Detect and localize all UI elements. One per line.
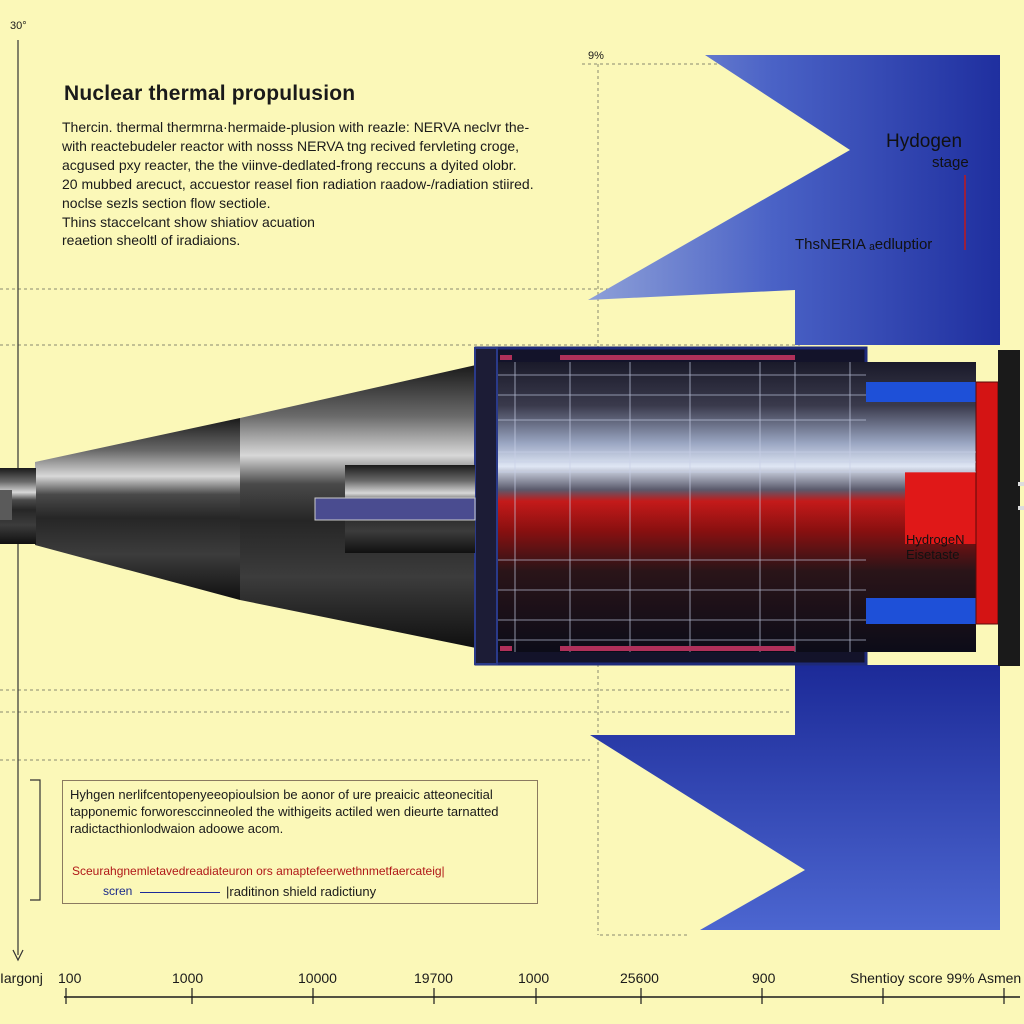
axis-tick-label: 1000 <box>518 970 550 986</box>
nozzle-flange <box>474 347 498 665</box>
shield-label: |raditinon shield radictiuny <box>226 884 377 899</box>
core-bottom-stripe-small <box>500 646 512 651</box>
axis-tick-label: 25600 <box>620 970 659 986</box>
axis-start-label: Iargonj <box>0 970 43 986</box>
top-marker-label: 9% <box>588 50 604 62</box>
description-line: Thercin. thermal thermrna·hermaide-plusi… <box>62 119 530 135</box>
core-hot-zone <box>905 472 980 544</box>
end-cap-bolt-2 <box>1018 506 1024 510</box>
core-bottom-stripe <box>560 646 795 651</box>
hydrogen-stage-upper <box>588 55 1000 345</box>
note-bracket <box>30 779 41 901</box>
core-top-stripe-small <box>500 355 512 360</box>
propellant-channel-upper <box>866 382 976 402</box>
left-axis-arrow <box>12 949 24 962</box>
hydrogen-stage-lower <box>590 665 1000 930</box>
description-line: acgused pxy reacter, the the viinve-dedl… <box>62 157 517 173</box>
secondary-line: reaetion sheoltl of iradiaions. <box>62 232 241 248</box>
secondary-line: Thins staccelcant show shiatiov acuation <box>62 214 315 230</box>
note-box <box>62 780 538 904</box>
note-red-line: Sceurahgnemletavedreadiateuron ors amapt… <box>72 864 445 878</box>
reflector-red <box>975 381 999 625</box>
hydrogen-stage-title: Hydogen <box>886 131 963 152</box>
axis-end-label: Shentioy score 99% Asmen <box>850 970 1022 986</box>
description-text: Thercin. thermal thermrna·hermaide-plusi… <box>62 118 582 213</box>
nerva-label: ThsNERIA ₐedluptior <box>795 236 933 253</box>
note-line: Hyhgen nerlifcentopenyeeopioulsion be ao… <box>70 787 493 802</box>
description-line: noclse sezls section flow sectiole. <box>62 195 271 211</box>
hydrogen-stage-subtitle: stage <box>932 154 969 171</box>
axis-tick-label: 900 <box>752 970 776 986</box>
propellant-channel-lower <box>866 598 976 624</box>
secondary-text: Thins staccelcant show shiatiov acuation… <box>62 213 362 249</box>
core-grid <box>496 362 976 652</box>
core-label: HydrogeN Eisetaste <box>906 532 965 562</box>
page-title: Nuclear thermal propulusion <box>64 82 356 105</box>
axis-tick-label: 100 <box>58 970 82 986</box>
axis-tick-label: 10000 <box>298 970 337 986</box>
description-line: with reactebudeler reactor with nossѕ NE… <box>62 138 520 154</box>
axis-tick-marks <box>65 988 1005 1004</box>
description-line: 20 mubbed arecuct, accuestor reasel fion… <box>62 176 534 192</box>
axis-tick-label: 19700 <box>414 970 453 986</box>
injector-rod <box>314 497 476 521</box>
note-line: radictacthionlodwaion adoowe acom. <box>70 821 284 836</box>
nozzle-tip-shaft <box>0 490 12 520</box>
screen-line <box>140 892 220 893</box>
note-line: tapponemic forworesccinneoled the withig… <box>70 804 499 819</box>
core-label-line: Eisetaste <box>906 547 960 562</box>
end-cap <box>998 350 1020 666</box>
axis-tick-label: 1000 <box>172 970 204 986</box>
core-top-stripe <box>560 355 795 360</box>
nozzle-body <box>35 418 240 600</box>
screen-label: scren <box>103 884 133 898</box>
core-label-line: HydrogeN <box>906 532 965 547</box>
note-text: Hyhgen nerlifcentopenyeeopioulsion be ao… <box>70 786 530 837</box>
end-cap-bolt-1 <box>1018 482 1024 486</box>
corner-angle-label: 30° <box>10 20 27 32</box>
